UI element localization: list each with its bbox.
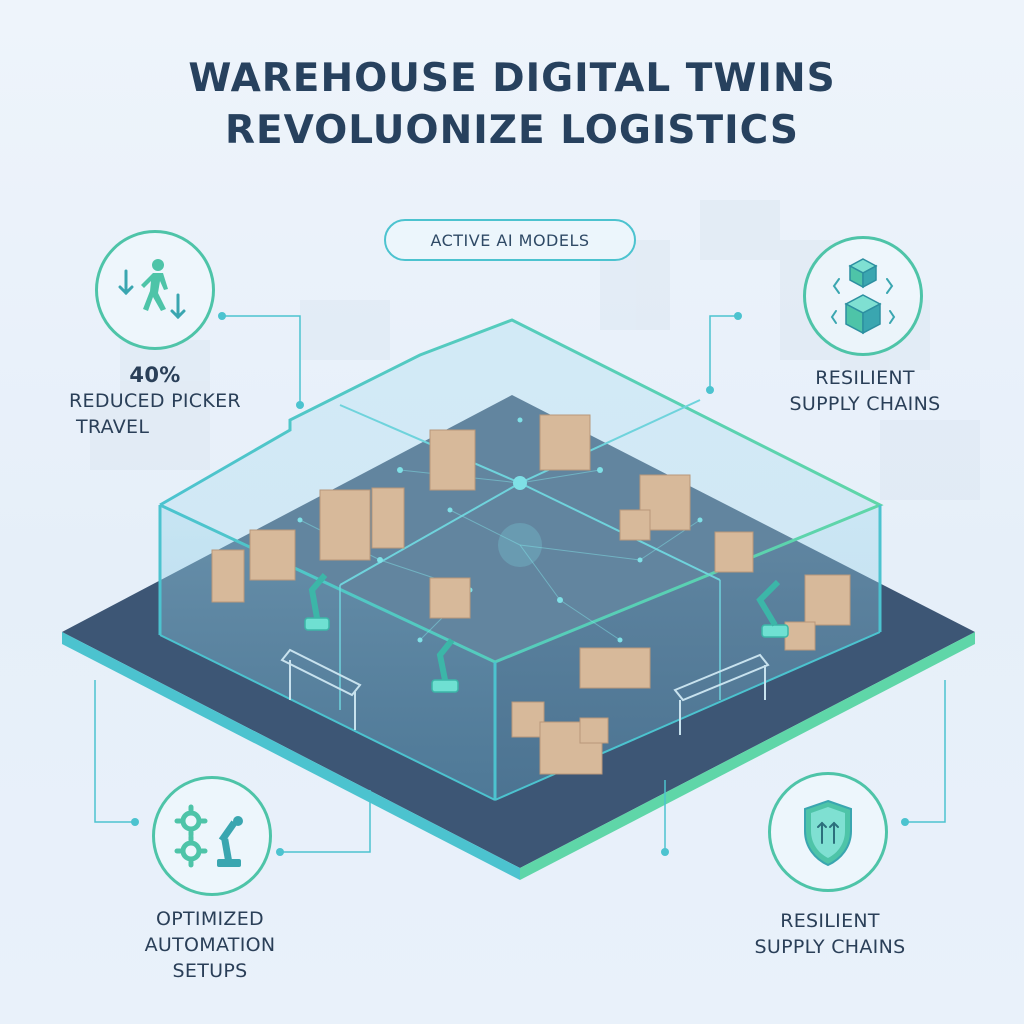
callout-bottom-right-circle	[768, 772, 888, 892]
box-stacks	[211, 414, 851, 775]
page-title-line-2: REVOLUONIZE LOGISTICS	[224, 108, 800, 153]
callout-bottom-left-circle	[152, 776, 272, 896]
page-title-line-1: WAREHOUSE DIGITAL TWINS	[188, 56, 836, 101]
callout-top-right-line1: RESILIENT	[815, 367, 915, 389]
callout-bottom-left-text: OPTIMIZED AUTOMATION SETUPS	[110, 906, 310, 984]
callout-top-right-circle	[803, 236, 923, 356]
callout-connectors	[94, 315, 946, 853]
connector-dots	[131, 312, 909, 856]
callout-top-right-text: RESILIENT SUPPLY CHAINS	[760, 365, 970, 417]
picker-travel-stat: 40%	[129, 363, 181, 387]
active-ai-models-badge: ACTIVE AI MODELS	[384, 219, 636, 261]
callout-bottom-left-line3: SETUPS	[172, 960, 248, 982]
gears-robot-arm-icon	[174, 804, 243, 868]
floor-slab	[62, 395, 975, 880]
callout-top-left-line1: REDUCED PICKER	[69, 390, 241, 412]
loading-gates	[280, 648, 770, 735]
callout-bottom-right-line1: RESILIENT	[780, 910, 880, 932]
callout-top-right-line2: SUPPLY CHAINS	[789, 393, 941, 415]
callout-top-left-line2: TRAVEL	[76, 416, 150, 438]
callout-bottom-left-line2: AUTOMATION	[144, 934, 276, 956]
callout-bottom-left-line1: OPTIMIZED	[156, 908, 264, 930]
callout-bottom-right-line2: SUPPLY CHAINS	[754, 936, 906, 958]
callout-bottom-right-text: RESILIENT SUPPLY CHAINS	[725, 908, 935, 960]
supply-chain-cubes-icon	[830, 258, 896, 335]
shield-icon	[804, 799, 852, 867]
walking-picker-icon	[118, 259, 186, 320]
callout-top-left-text: 40% REDUCED PICKER TRAVEL	[40, 362, 270, 440]
callout-top-left-circle	[95, 230, 215, 350]
robot-arms	[304, 573, 789, 693]
